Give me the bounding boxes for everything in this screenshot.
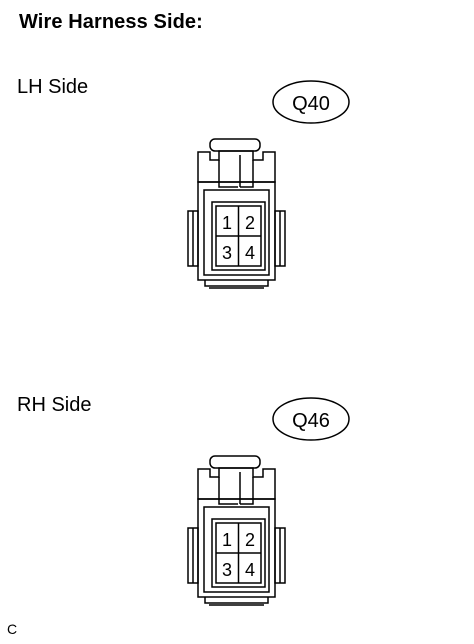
lh-side-label: LH Side [17,76,89,98]
connector-rh: Q46 1 2 3 4 [187,397,350,606]
connector-code-lh: Q40 [292,93,330,115]
connector-code-rh: Q46 [292,410,330,432]
pin-3-rh: 3 [222,560,232,580]
connector-code-badge-rh: Q46 [272,397,350,441]
pin-4-rh: 4 [245,560,255,580]
pin-2-lh: 2 [245,213,255,233]
pin-1-lh: 1 [222,213,232,233]
pin-4-lh: 4 [245,243,255,263]
connector-code-badge-lh: Q40 [272,80,350,124]
connector-body-rh [187,455,286,606]
connector-body-lh [187,138,286,289]
pin-numbers-lh: 1 2 3 4 [222,213,255,263]
pin-numbers-rh: 1 2 3 4 [222,530,255,580]
rh-side-label: RH Side [17,394,92,416]
pin-2-rh: 2 [245,530,255,550]
connector-lh: Q40 1 [187,80,350,289]
pin-1-rh: 1 [222,530,232,550]
diagram-title: Wire Harness Side: [19,11,203,33]
pin-3-lh: 3 [222,243,232,263]
figure-code: C [7,621,18,637]
